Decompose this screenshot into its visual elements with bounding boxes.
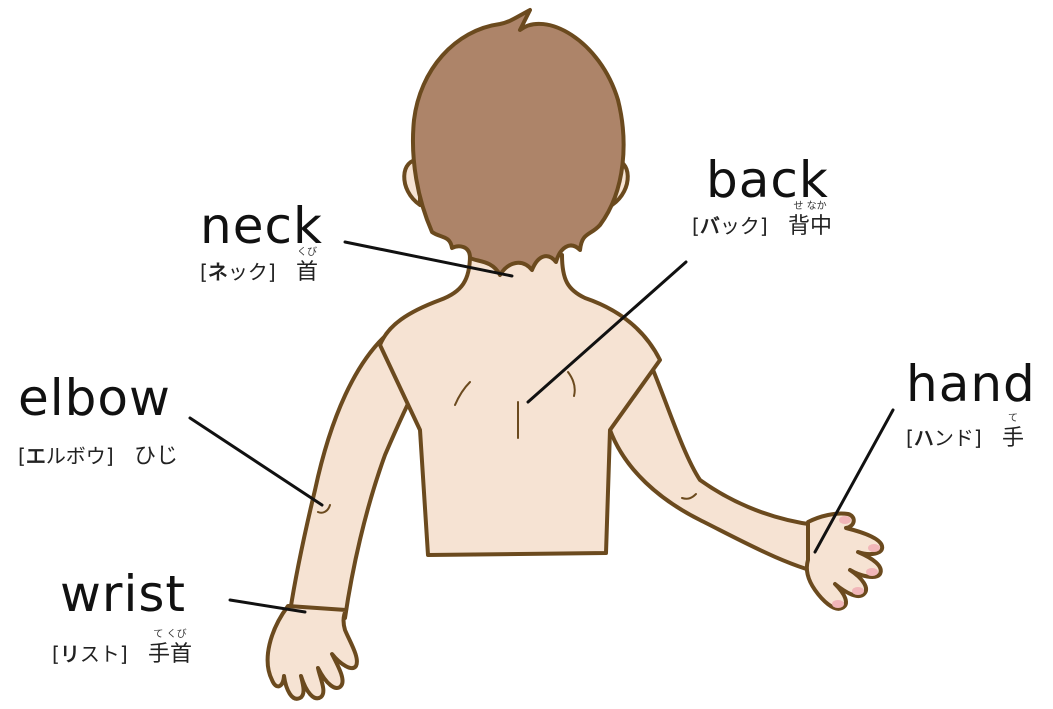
wrist-word: wrist [60,566,192,622]
label-neck: neck [ネック] くび首 [200,198,323,285]
elbow-japanese: ひじ [134,445,178,469]
elbow-kana-row: [エルボウ] ひじ [18,444,178,469]
left-hand [268,606,357,699]
neck-kana-row: [ネック] くび首 [200,260,323,285]
nail-4 [852,587,864,595]
hand-japanese: て手 [1002,427,1024,451]
hand-word: hand [906,356,1036,412]
wrist-ruby: て くび [153,629,186,641]
leader-elbow [190,418,322,505]
torso [380,255,660,555]
label-elbow: elbow [エルボウ] ひじ [18,370,178,469]
neck-ruby: くび [297,247,317,259]
elbow-word: elbow [18,370,178,426]
neck-japanese: くび首 [296,261,318,285]
back-japanese: せ なか背中 [788,215,832,239]
nail-5 [832,600,844,608]
wrist-japanese: て くび手首 [148,643,192,667]
wrist-kana-row: [リスト] て くび手首 [52,642,192,667]
nail-1 [839,516,851,524]
back-katakana: [バック] [692,214,768,238]
nail-2 [868,544,880,552]
back-word: back [706,152,832,208]
hand-kana-row: [ハンド] て手 [906,426,1036,451]
neck-katakana: [ネック] [200,260,276,284]
back-ruby: せ なか [793,201,826,213]
label-wrist: wrist [リスト] て くび手首 [60,566,192,667]
hand-ruby: て [1008,413,1018,425]
label-hand: hand [ハンド] て手 [906,356,1036,451]
hair [413,10,624,275]
right-hand [807,513,882,608]
neck-word: neck [200,198,323,254]
elbow-katakana: [エルボウ] [18,444,114,468]
back-kana-row: [バック] せ なか背中 [692,214,832,239]
nail-3 [866,568,878,576]
label-back: back [バック] せ なか背中 [692,152,832,239]
wrist-katakana: [リスト] [52,642,128,666]
hand-katakana: [ハンド] [906,426,982,450]
